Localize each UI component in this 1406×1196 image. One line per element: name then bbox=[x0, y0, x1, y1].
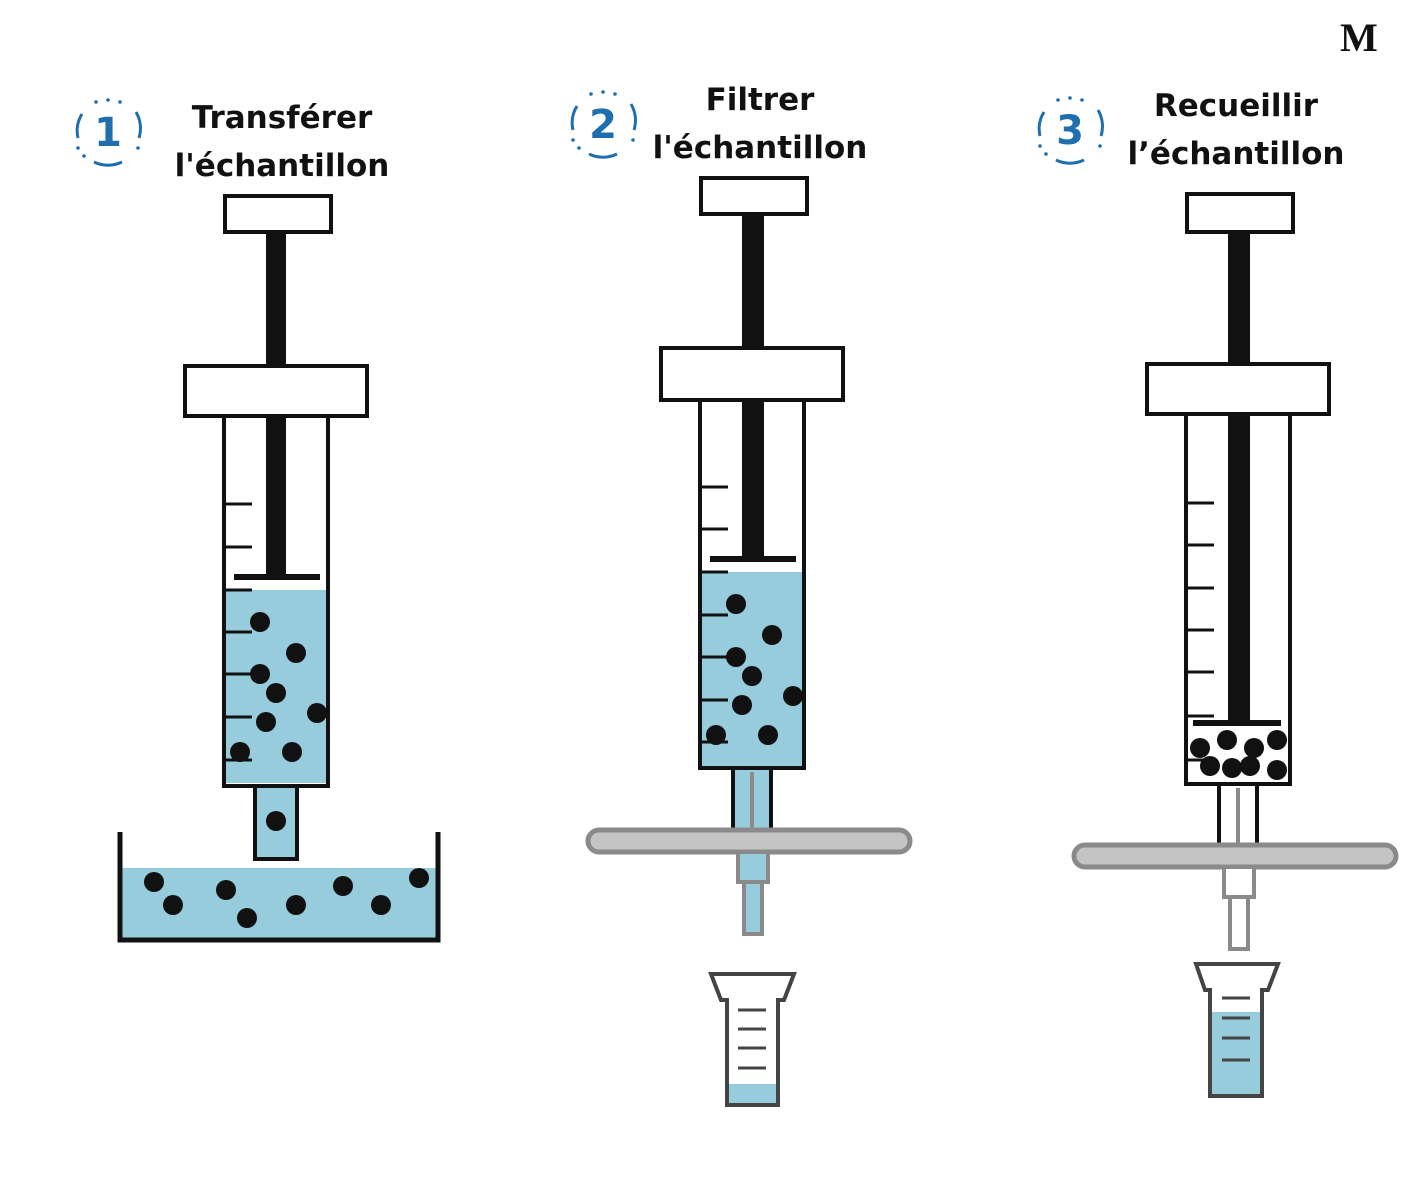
step-3-badge: 3 bbox=[1036, 94, 1104, 165]
syringe-1-tip bbox=[253, 784, 299, 861]
syringe-1-plunger-seal bbox=[234, 574, 320, 580]
step-1-title-line1: Transférer bbox=[191, 100, 373, 136]
syringe-2-flange bbox=[659, 346, 845, 402]
step-2-collection-tube bbox=[708, 972, 797, 1107]
step-1-syringe bbox=[183, 194, 369, 861]
filter-2-needle bbox=[742, 880, 764, 936]
syringe-1-particles bbox=[230, 612, 327, 762]
syringe-3-plunger-seal bbox=[1193, 720, 1281, 726]
step-2-title: Filtrer l'échantillon bbox=[650, 76, 870, 172]
filter-3-membrane bbox=[1071, 842, 1399, 870]
step-1-title-line2: l'échantillon bbox=[174, 148, 390, 184]
syringe-3-plunger-rod bbox=[1228, 232, 1250, 722]
step-2-filter bbox=[585, 766, 913, 936]
filter-2-outlet bbox=[736, 850, 770, 884]
step-3-number: 3 bbox=[1056, 108, 1084, 154]
step-2-number: 2 bbox=[589, 102, 617, 148]
tube-2-body bbox=[708, 972, 797, 1107]
syringe-3-flange bbox=[1145, 362, 1331, 416]
step-3-title-line2: l’échantillon bbox=[1127, 136, 1345, 172]
step-2-badge: 2 bbox=[569, 88, 637, 159]
beaker-wall bbox=[117, 832, 441, 943]
syringe-2-graduations bbox=[702, 485, 728, 744]
step-2-syringe bbox=[659, 176, 845, 770]
step-3-title: Recueillir l’échantillon bbox=[1126, 82, 1346, 178]
syringe-2-particles bbox=[706, 594, 803, 745]
step-1-title: Transférer l'échantillon bbox=[172, 94, 392, 190]
tube-3-graduations bbox=[1222, 996, 1250, 1062]
step-3-filter bbox=[1071, 782, 1399, 951]
filter-2-membrane bbox=[585, 827, 913, 855]
step-3-collection-tube bbox=[1193, 962, 1281, 1098]
syringe-2-thumb-rest bbox=[699, 176, 809, 216]
step-2-title-line2: l'échantillon bbox=[652, 130, 868, 166]
syringe-2-plunger-seal bbox=[710, 556, 796, 562]
syringe-1-thumb-rest bbox=[223, 194, 333, 234]
tube-2-graduations bbox=[738, 1008, 766, 1070]
tube-3-liquid bbox=[1211, 1012, 1263, 1095]
tube-3-body bbox=[1193, 962, 1281, 1098]
tube-2-liquid bbox=[728, 1084, 778, 1104]
beaker-particles bbox=[144, 868, 429, 928]
filter-3-needle bbox=[1228, 895, 1250, 951]
syringe-3-particles bbox=[1190, 730, 1287, 780]
beaker bbox=[117, 832, 441, 943]
step-1-number: 1 bbox=[94, 110, 122, 156]
step-3-syringe bbox=[1145, 192, 1331, 786]
filter-3-outlet bbox=[1222, 865, 1256, 899]
step-3-title-line1: Recueillir bbox=[1153, 88, 1319, 124]
syringe-3-graduations bbox=[1188, 501, 1214, 762]
corner-label: M bbox=[1340, 15, 1378, 60]
step-2-title-line1: Filtrer bbox=[705, 82, 815, 118]
step-1-badge: 1 bbox=[74, 96, 142, 167]
syringe-3-thumb-rest bbox=[1185, 192, 1295, 234]
syringe-1-flange bbox=[183, 364, 369, 418]
